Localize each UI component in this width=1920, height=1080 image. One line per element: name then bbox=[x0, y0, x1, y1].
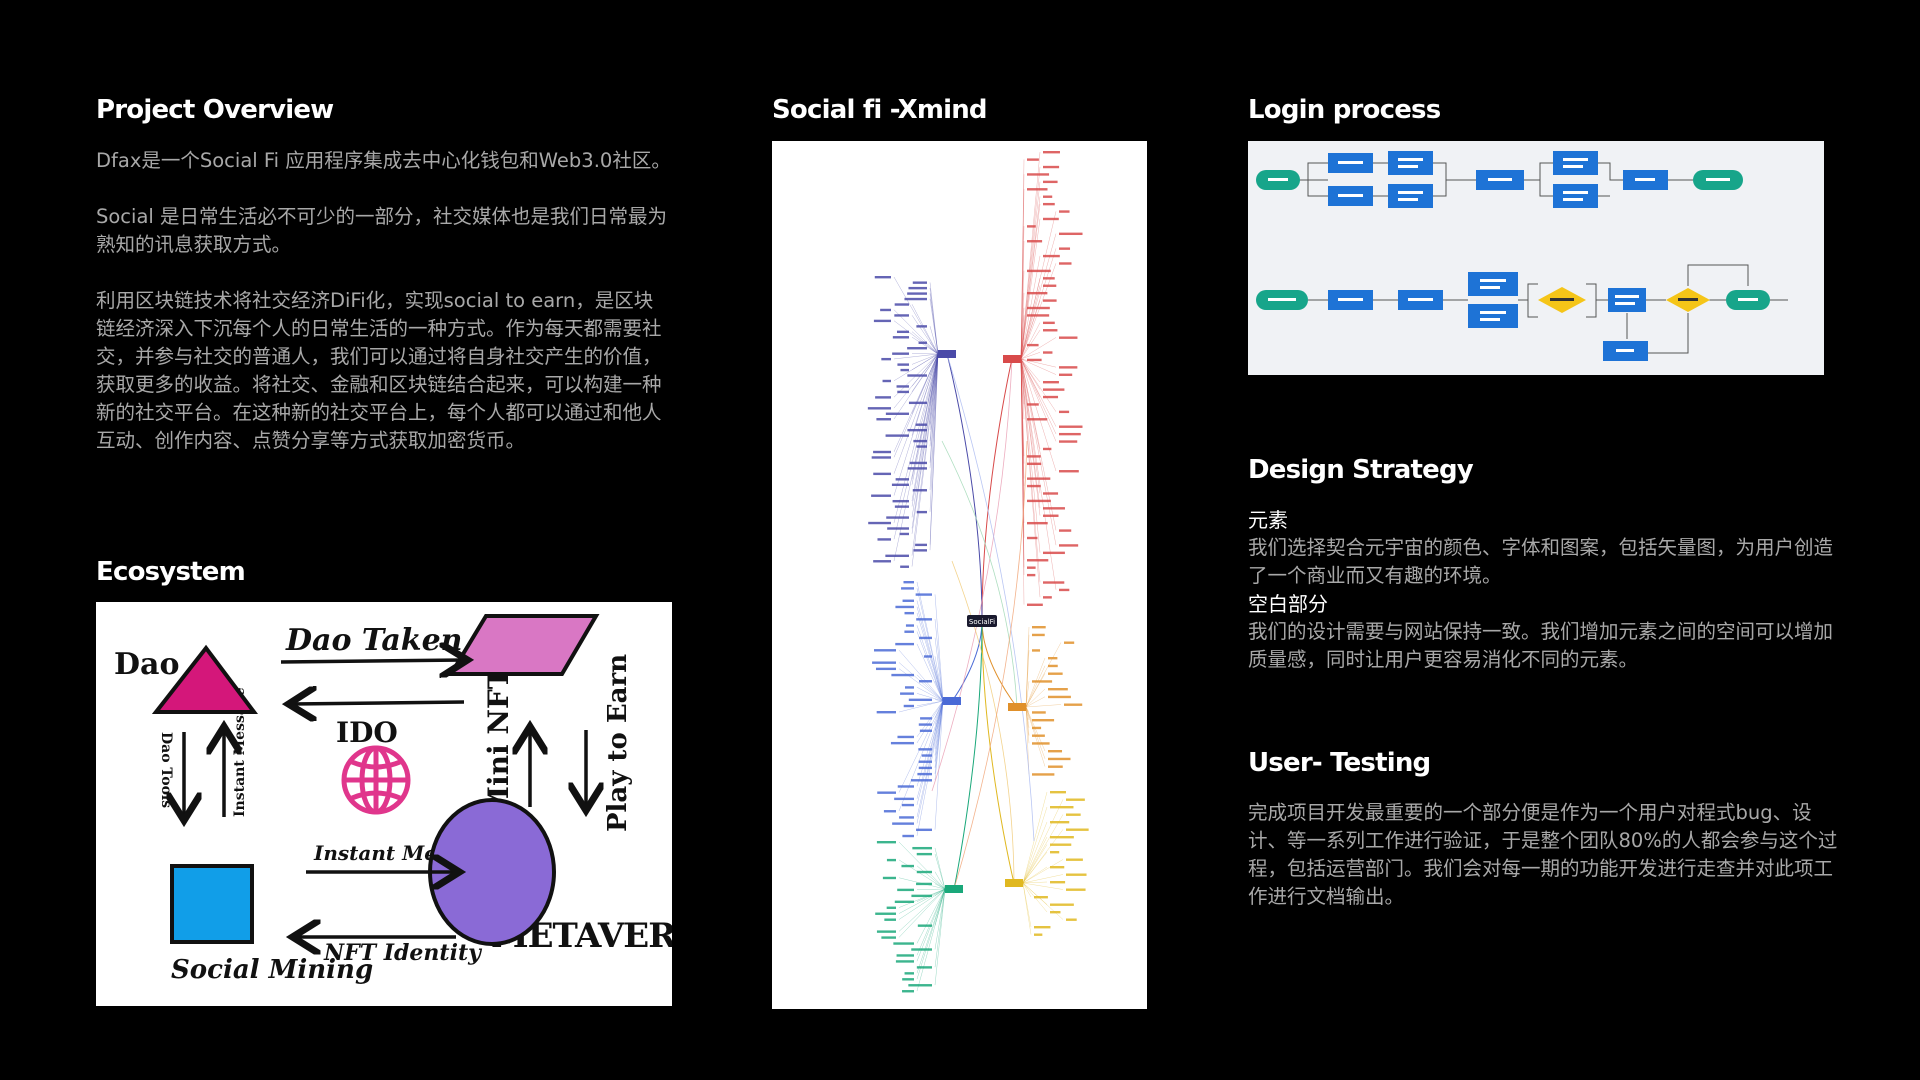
dao-taken-label: Dao Taken bbox=[285, 623, 462, 658]
mindmap-branch-hub bbox=[943, 697, 961, 705]
mindmap-branch-hub bbox=[1003, 355, 1021, 363]
overview-paragraph-1: Dfax是一个Social Fi 应用程序集成去中心化钱包和Web3.0社区。 bbox=[96, 149, 671, 172]
mindmap-branch-hub bbox=[938, 350, 956, 358]
login-process-title: Login process bbox=[1248, 95, 1441, 125]
ido-label: IDO bbox=[336, 716, 398, 749]
nft-parallelogram bbox=[447, 614, 600, 676]
overview-paragraph-2: Social 是日常生活必不可少的一部分，社交媒体也是我们日常最为熟知的讯息获取… bbox=[96, 205, 668, 256]
ecosystem-title: Ecosystem bbox=[96, 557, 246, 587]
project-overview-title: Project Overview bbox=[96, 95, 334, 125]
play-to-earn-label: Play to Earn bbox=[603, 654, 633, 832]
arrow-dao-taken bbox=[280, 660, 464, 662]
user-testing-title: User- Testing bbox=[1248, 748, 1431, 778]
design-paragraph-2: 我们的设计需要与网站保持一致。我们增加元素之间的空间可以增加质量感，同时让用户更… bbox=[1248, 620, 1834, 671]
design-subtitle-elements: 元素 bbox=[1248, 508, 1288, 532]
mindmap-branch-hub bbox=[1008, 703, 1026, 711]
design-subtitle-whitespace: 空白部分 bbox=[1248, 592, 1328, 616]
xmind-mindmap: SocialFi bbox=[772, 141, 1147, 1009]
mindmap-center-node: SocialFi bbox=[967, 615, 997, 627]
ecosystem-diagram: Dao Dao Taken IDO Instant Message NFT Id… bbox=[96, 602, 672, 1006]
design-paragraph-1: 我们选择契合元宇宙的颜色、字体和图案，包括矢量图，为用户创造了一个商业而又有趣的… bbox=[1248, 536, 1834, 587]
dao-label: Dao bbox=[114, 647, 179, 682]
globe-icon bbox=[341, 745, 411, 815]
login-flowchart bbox=[1248, 141, 1824, 375]
overview-paragraph-3: 利用区块链技术将社交经济DiFi化，实现social to earn，是区块链经… bbox=[96, 289, 662, 452]
testing-paragraph: 完成项目开发最重要的一个部分便是作为一个用户对程式bug、设计、等一系列工作进行… bbox=[1248, 801, 1838, 908]
mindmap-branch-hub bbox=[1005, 879, 1023, 887]
social-square bbox=[170, 864, 254, 944]
mindmap-branch-hub bbox=[945, 885, 963, 893]
dao-triangle bbox=[151, 644, 258, 714]
social-mining-label: Social Mining bbox=[171, 955, 373, 985]
design-strategy-title: Design Strategy bbox=[1248, 455, 1474, 485]
nft-identity-label: NFT Identity bbox=[323, 940, 483, 966]
xmind-title: Social fi -Xmind bbox=[772, 95, 988, 125]
dao-tools-label: Dao Tools bbox=[158, 732, 174, 808]
mini-nft-label: Mini NFT bbox=[482, 668, 515, 817]
arrow-ido bbox=[292, 702, 465, 704]
mindmap-center-label: SocialFi bbox=[969, 618, 995, 626]
